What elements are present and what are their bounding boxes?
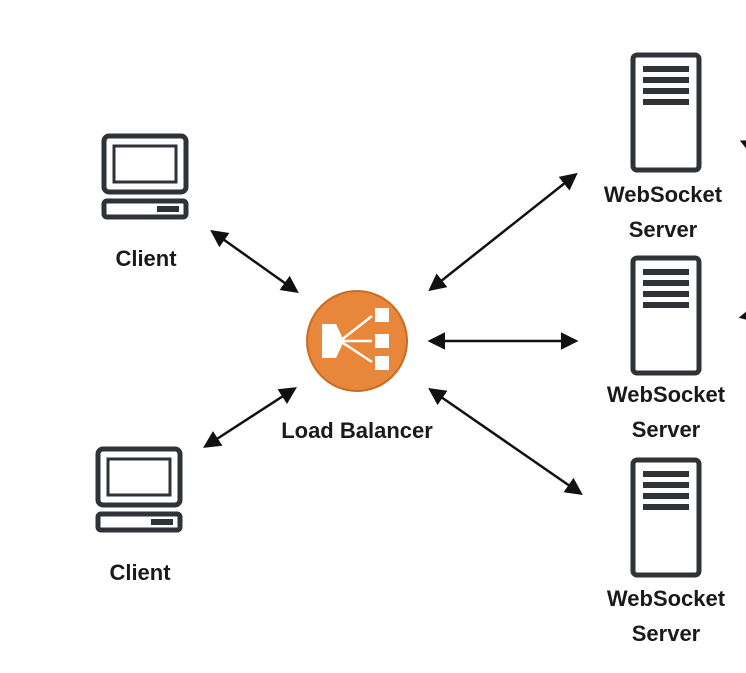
server-label-line2: Server <box>628 217 698 242</box>
client-computer-icon <box>101 133 189 220</box>
client2-lb-arrow <box>203 387 297 448</box>
server-label-line1: WebSocket <box>606 382 726 407</box>
load-balancer-label: Load Balancer <box>281 418 433 443</box>
client1-lb-arrow <box>210 229 299 294</box>
lb-server1-arrow <box>428 172 578 292</box>
server-label-line2: Server <box>631 621 701 646</box>
edge-arrow <box>738 305 746 323</box>
client-computer-icon <box>95 446 183 533</box>
client-label: Client <box>109 560 171 585</box>
server-label-line1: WebSocket <box>606 586 726 611</box>
load-balancer-icon <box>306 290 408 392</box>
server-icon <box>630 457 702 578</box>
server-icon <box>630 255 702 376</box>
client-label: Client <box>115 246 177 271</box>
lb-server3-arrow <box>428 388 583 495</box>
server-label-line1: WebSocket <box>603 182 723 207</box>
server-icon <box>630 52 702 173</box>
server-label-line2: Server <box>631 417 701 442</box>
